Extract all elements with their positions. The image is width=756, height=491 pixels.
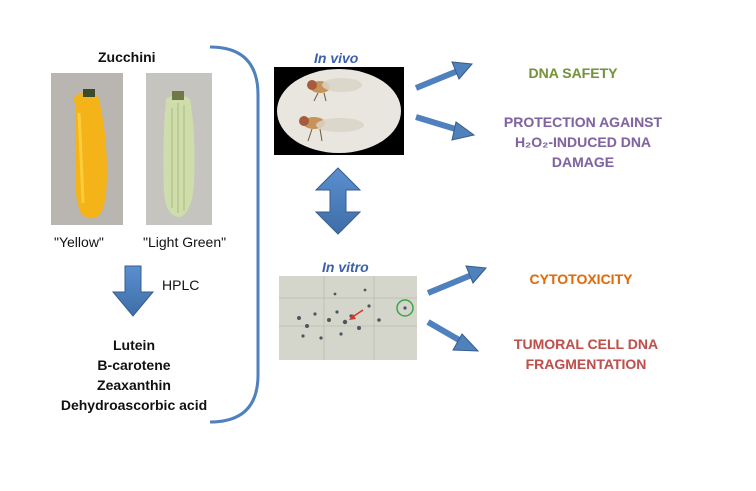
light-green-caption: "Light Green" [143, 234, 227, 250]
drosophila-photo [274, 67, 404, 155]
arrow-to-fragmentation [426, 319, 480, 352]
outcome-fragmentation-line-2: FRAGMENTATION [525, 356, 647, 372]
compound-dehydroascorbic-acid: Dehydroascorbic acid [60, 397, 208, 413]
compound-list: Lutein B-carotene Zeaxanthin Dehydroasco… [42, 335, 226, 415]
compound-lutein: Lutein [113, 337, 155, 353]
light-green-zucchini-photo [146, 73, 212, 225]
arrow-to-protection [415, 114, 476, 141]
in-vitro-label: In vitro [322, 259, 369, 275]
hplc-down-arrow [111, 265, 155, 317]
yellow-zucchini-photo [51, 73, 123, 225]
outcome-protection-line-3: DAMAGE [551, 154, 615, 170]
zucchini-title: Zucchini [98, 49, 156, 65]
outcome-cytotoxicity: CYTOTOXICITY [529, 271, 633, 287]
arrow-to-cytotoxicity [426, 265, 488, 296]
grouping-bracket [209, 45, 260, 424]
cell-microscopy-photo [279, 276, 417, 360]
hplc-label: HPLC [162, 277, 200, 293]
outcome-protection-line-1: PROTECTION AGAINST [503, 114, 663, 130]
in-vivo-label: In vivo [314, 50, 359, 66]
outcome-dna-safety: DNA SAFETY [528, 65, 618, 81]
compound-zeaxanthin: Zeaxanthin [97, 377, 171, 393]
outcome-fragmentation: TUMORAL CELL DNA FRAGMENTATION [496, 334, 676, 374]
outcome-fragmentation-line-1: TUMORAL CELL DNA [513, 336, 659, 352]
yellow-caption: "Yellow" [54, 234, 104, 250]
compound-b-carotene: B-carotene [97, 357, 171, 373]
arrow-to-dna-safety [414, 61, 474, 91]
invivo-invitro-double-arrow [314, 167, 362, 235]
outcome-protection: PROTECTION AGAINST H₂O₂-INDUCED DNA DAMA… [488, 112, 678, 172]
outcome-protection-line-2: H₂O₂-INDUCED DNA [514, 134, 652, 150]
